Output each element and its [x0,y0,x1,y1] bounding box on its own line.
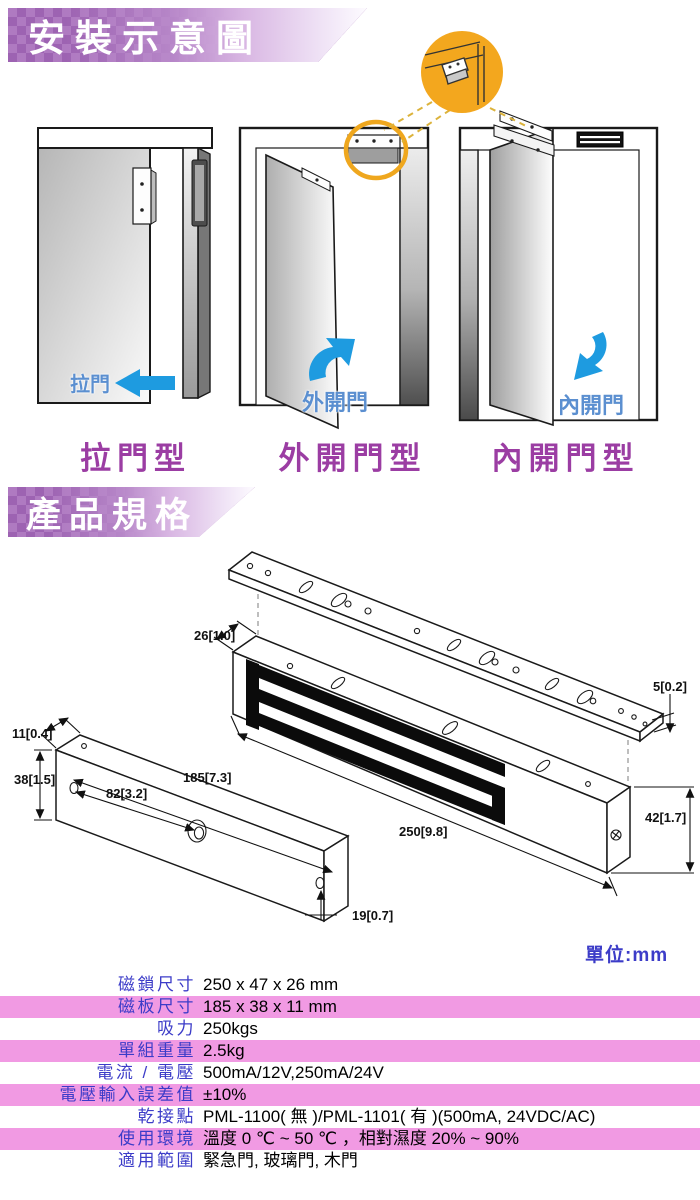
banner-installation: 安裝示意圖 [8,8,367,62]
banner-installation-text: 安裝示意圖 [28,19,263,60]
door2-screw [389,139,393,143]
banner-specifications: 產品規格 [8,487,255,537]
callout-leader-line [489,107,527,127]
spec-value: 250kgs [203,1019,258,1038]
door3-left-jamb [459,149,479,421]
spec-value: 250 x 47 x 26 mm [203,975,339,994]
inward-door-illustration [458,110,659,427]
spec-label: 電流 / 電壓 [96,1063,196,1082]
callout-screw [448,65,452,69]
spec-value: 185 x 38 x 11 mm [203,997,337,1016]
spec-label: 磁板尺寸 [118,997,196,1016]
pull-direction-arrow [115,369,175,397]
door3-maglock-on-header [576,131,624,148]
callout-leader-line [401,109,451,143]
dim-armature-thickness: 11[0.4] [12,726,53,741]
mounting-plate-holes [246,562,648,727]
inward-swing-arrow [574,332,607,380]
type-label-inward: 內開門型 [491,441,640,476]
spec-label: 吸力 [157,1019,196,1038]
spec-value: 溫度 0 ℃ ~ 50 ℃ ，相對濕度 20% ~ 90% [203,1129,519,1148]
dim-hole-offset: 19[0.7] [352,908,394,923]
banner-specifications-text: 產品規格 [26,495,199,535]
dim-armature-length: 185[7.3] [183,770,232,785]
dimension-lines [34,620,695,920]
spec-row-environment: 使用環境 溫度 0 ℃ ~ 50 ℃ ，相對濕度 20% ~ 90% [0,1128,700,1150]
spec-row-lock-size: 磁鎖尺寸 250 x 47 x 26 mm [0,974,700,996]
spec-value: 緊急門, 玻璃門, 木門 [203,1151,358,1170]
spec-label: 單組重量 [118,1041,196,1060]
dim-body-height: 42[1.7] [645,810,687,825]
type-label-outward: 外開門型 [278,441,427,476]
door2-right-jamb [399,147,429,406]
spec-label: 乾接點 [137,1107,196,1126]
dim-armature-hole-span: 82[3.2] [106,786,148,801]
spec-value: 500mA/12V,250mA/24V [203,1063,384,1082]
callout-mini-drawing [424,41,485,105]
type-label-pull: 拉門型 [80,441,191,476]
dim-body-length: 250[9.8] [399,824,448,839]
spec-row-plate-size: 磁板尺寸 185 x 38 x 11 mm [0,996,700,1018]
unit-note: 單位:mm [585,945,669,966]
spec-label: 磁鎖尺寸 [118,975,196,994]
detail-callout [383,31,527,143]
door2-screw [372,139,376,143]
spec-row-dry-contact: 乾接點 PML-1100( 無 )/PML-1101( 有 )(500mA, 2… [0,1106,700,1128]
door2-screw [355,139,359,143]
door1-panel [37,147,151,404]
spec-row-holding-force: 吸力 250kgs [0,1018,700,1040]
spec-row-voltage-tolerance: 電壓輸入誤差值 ±10% [0,1084,700,1106]
spec-row-current-voltage: 電流 / 電壓 500mA/12V,250mA/24V [0,1062,700,1084]
door3-panel [489,126,554,427]
callout-leader-line [383,101,433,131]
door1-lintel [37,127,213,149]
spec-value: PML-1100( 無 )/PML-1101( 有 )(500mA, 24VDC… [203,1107,596,1126]
pull-door-label: 拉門 [70,374,110,396]
maglock-technical-drawing [34,551,695,923]
door1-screw [140,208,144,212]
spec-table: 磁鎖尺寸 250 x 47 x 26 mm 磁板尺寸 185 x 38 x 11… [0,974,700,1172]
spec-value: ±10% [203,1085,247,1104]
callout-screw [456,62,460,66]
spec-row-unit-weight: 單組重量 2.5kg [0,1040,700,1062]
door1-armature-plate [132,167,152,225]
spec-row-applications: 適用範圍 緊急門, 玻璃門, 木門 [0,1150,700,1172]
door1-screw [140,182,144,186]
door2-screw [315,178,319,182]
dim-plate-width: 26[1.0] [194,628,236,643]
door1-armature-side [150,169,157,225]
spec-label: 電壓輸入誤差值 [59,1085,196,1104]
detail-ring [343,119,409,181]
outward-door-illustration [238,119,430,430]
spec-label: 使用環境 [118,1129,196,1148]
pull-door-illustration [37,127,213,404]
dim-plate-thickness: 5[0.2] [653,679,687,694]
dim-armature-height: 38[1.5] [14,772,56,787]
spec-value: 2.5kg [203,1041,245,1060]
outward-swing-arrow [309,338,355,381]
spec-label: 適用範圍 [118,1151,196,1170]
inward-door-label: 內開門 [558,393,625,418]
outward-door-label: 外開門 [302,390,369,415]
door1-maglock-face [195,165,204,221]
